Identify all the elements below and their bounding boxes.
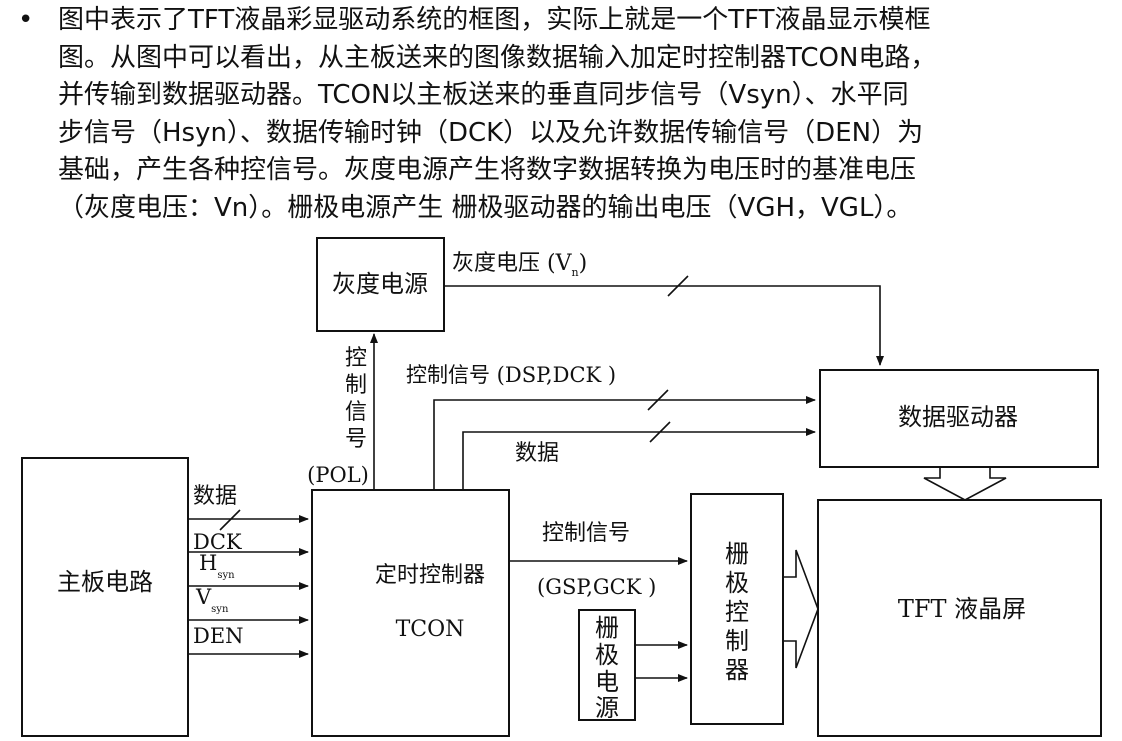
- gate-control-char-5: 器: [725, 656, 749, 684]
- hsyn-label: Hsyn: [199, 551, 235, 581]
- description-line-3: 并传输到数据驱动器。TCON以主板送来的垂直同步信号（Vsyn）、水平同: [58, 80, 909, 110]
- gate-control-char-3: 控: [725, 598, 749, 626]
- description-line-6: （灰度电压：Vn）。栅极电源产生 栅极驱动器的输出电压（VGH，VGL）。: [58, 192, 913, 223]
- control-signal-char-2: 制: [345, 373, 367, 398]
- gate-control-char-4: 制: [725, 627, 749, 655]
- gate-power-char-3: 电: [595, 668, 619, 696]
- dsp-dck-label: 控制信号 (DSP,DCK ): [406, 363, 616, 387]
- tcon-english-label: TCON: [396, 617, 465, 642]
- gray-power-box: [316, 237, 445, 332]
- den-label: DEN: [193, 624, 244, 648]
- description-lines: 图中表示了TFT液晶彩显驱动系统的框图，实际上就是一个TFT液晶显示模框 图。从…: [58, 2, 936, 227]
- dck-label: DCK: [193, 530, 242, 554]
- vsyn-label: Vsyn: [195, 585, 229, 615]
- gate-control-signal-label: 控制信号: [542, 521, 630, 546]
- pol-label: (POL): [307, 463, 369, 487]
- gate-control-char-1: 栅: [725, 540, 749, 568]
- data-driver-label: 数据驱动器: [898, 403, 1018, 431]
- gsp-gck-label: (GSP,GCK ): [537, 575, 656, 599]
- gray-voltage-bus-tick: [667, 275, 689, 297]
- mainboard-box: [21, 457, 189, 737]
- dsp-dck-bus-tick: [647, 389, 669, 411]
- gate-to-panel-arrow: [782, 549, 819, 669]
- data-to-driver-label: 数据: [515, 441, 559, 466]
- tft-panel-box: [817, 499, 1102, 737]
- bullet-marker: •: [18, 5, 34, 35]
- data-input-bus-tick: [219, 509, 241, 531]
- control-signal-char-4: 号: [345, 427, 367, 452]
- data-bus-tick: [649, 421, 671, 443]
- tft-panel-label: TFT 液晶屏: [898, 595, 1026, 623]
- tcon-box: [311, 489, 510, 737]
- description-line-5: 基础，产生各种控信号。灰度电源产生将数字数据转换为电压时的基准电压: [58, 155, 917, 185]
- gate-power-char-4: 源: [595, 694, 619, 722]
- tcon-chinese-label: 定时控制器: [375, 563, 485, 588]
- dsp-dck-line: [433, 396, 816, 490]
- gray-voltage-label: 灰度电压 (Vn): [452, 251, 587, 279]
- description-line-4: 步信号（Hsyn）、数据传输时钟（DCK）以及允许数据传输信号（DEN）为: [58, 117, 924, 148]
- gray-voltage-line: [444, 285, 884, 366]
- gate-power-char-2: 极: [595, 641, 619, 669]
- control-signal-char-1: 控: [345, 346, 367, 371]
- data-input-label: 数据: [193, 484, 237, 509]
- gate-power-box: [578, 609, 636, 721]
- data-to-driver-line: [462, 428, 816, 490]
- gate-power-char-1: 栅: [595, 614, 619, 642]
- description-line-1: 图中表示了TFT液晶彩显驱动系统的框图，实际上就是一个TFT液晶显示模框: [58, 5, 931, 35]
- mainboard-label: 主板电路: [57, 568, 153, 596]
- gray-power-label: 灰度电源: [332, 270, 428, 298]
- gate-control-char-2: 极: [725, 569, 749, 597]
- control-signal-char-3: 信: [345, 400, 367, 425]
- description-line-2: 图。从图中可以看出，从主板送来的图像数据输入加定时控制器TCON电路，: [58, 42, 937, 73]
- driver-to-panel-arrow: [923, 466, 1007, 501]
